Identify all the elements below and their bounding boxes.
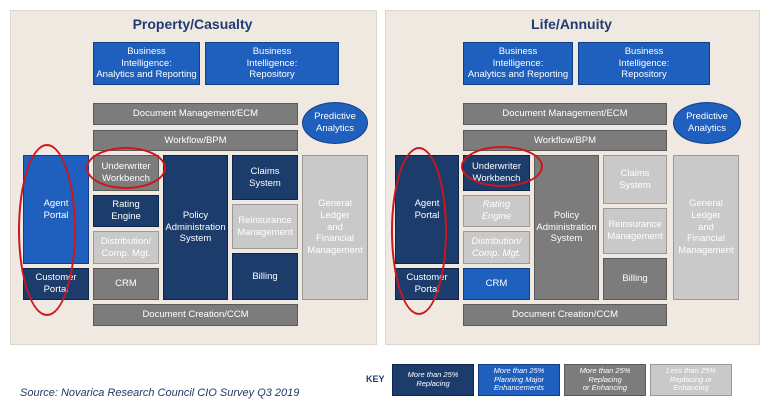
key-item-less-than-25: Less than 25% Replacing or Enhancing [650, 364, 732, 396]
source-citation: Source: Novarica Research Council CIO Su… [20, 387, 300, 399]
pc-bi-repository: Business Intelligence: Repository [205, 42, 339, 85]
la-underwriter-highlight [461, 146, 543, 187]
la-title: Life/Annuity [531, 16, 612, 32]
pc-doc-mgmt: Document Management/ECM [93, 103, 298, 125]
la-billing: Billing [603, 258, 667, 300]
la-bi-analytics: Business Intelligence: Analytics and Rep… [463, 42, 573, 85]
la-rating: Rating Engine [463, 195, 530, 227]
la-crm: CRM [463, 268, 530, 300]
key-item-planning-enhancements: More than 25% Planning Major Enhancement… [478, 364, 560, 396]
pc-workflow: Workflow/BPM [93, 130, 298, 151]
key-item-replacing-or-enhancing: More than 25% Replacing or Enhancing [564, 364, 646, 396]
key-item-more-than-25-replacing: More than 25% Replacing [392, 364, 474, 396]
pc-distribution: Distribution/ Comp. Mgt. [93, 231, 159, 264]
pc-bi-analytics: Business Intelligence: Analytics and Rep… [93, 42, 200, 85]
la-workflow: Workflow/BPM [463, 130, 667, 151]
pc-reinsurance: Reinsurance Management [232, 204, 298, 249]
pc-doc-creation: Document Creation/CCM [93, 304, 298, 326]
pc-underwriter-highlight [86, 147, 166, 189]
pc-policy-admin: Policy Administration System [163, 155, 228, 300]
la-predictive: Predictive Analytics [673, 102, 741, 144]
pc-billing: Billing [232, 253, 298, 300]
la-bi-repository: Business Intelligence: Repository [578, 42, 710, 85]
la-gl: General Ledger and Financial Management [673, 155, 739, 300]
la-distribution: Distribution/ Comp. Mgt. [463, 231, 530, 264]
la-claims: Claims System [603, 155, 667, 204]
pc-portal-highlight [18, 144, 76, 316]
pc-rating: Rating Engine [93, 195, 159, 227]
la-doc-mgmt: Document Management/ECM [463, 103, 667, 125]
pc-title: Property/Casualty [132, 16, 253, 32]
la-policy-admin: Policy Administration System [534, 155, 599, 300]
la-portal-highlight [391, 147, 447, 315]
la-doc-creation: Document Creation/CCM [463, 304, 667, 326]
key-label: KEY [366, 374, 385, 384]
pc-claims: Claims System [232, 155, 298, 200]
pc-gl: General Ledger and Financial Management [302, 155, 368, 300]
pc-crm: CRM [93, 268, 159, 300]
pc-predictive: Predictive Analytics [302, 102, 368, 144]
la-reinsurance: Reinsurance Management [603, 208, 667, 254]
